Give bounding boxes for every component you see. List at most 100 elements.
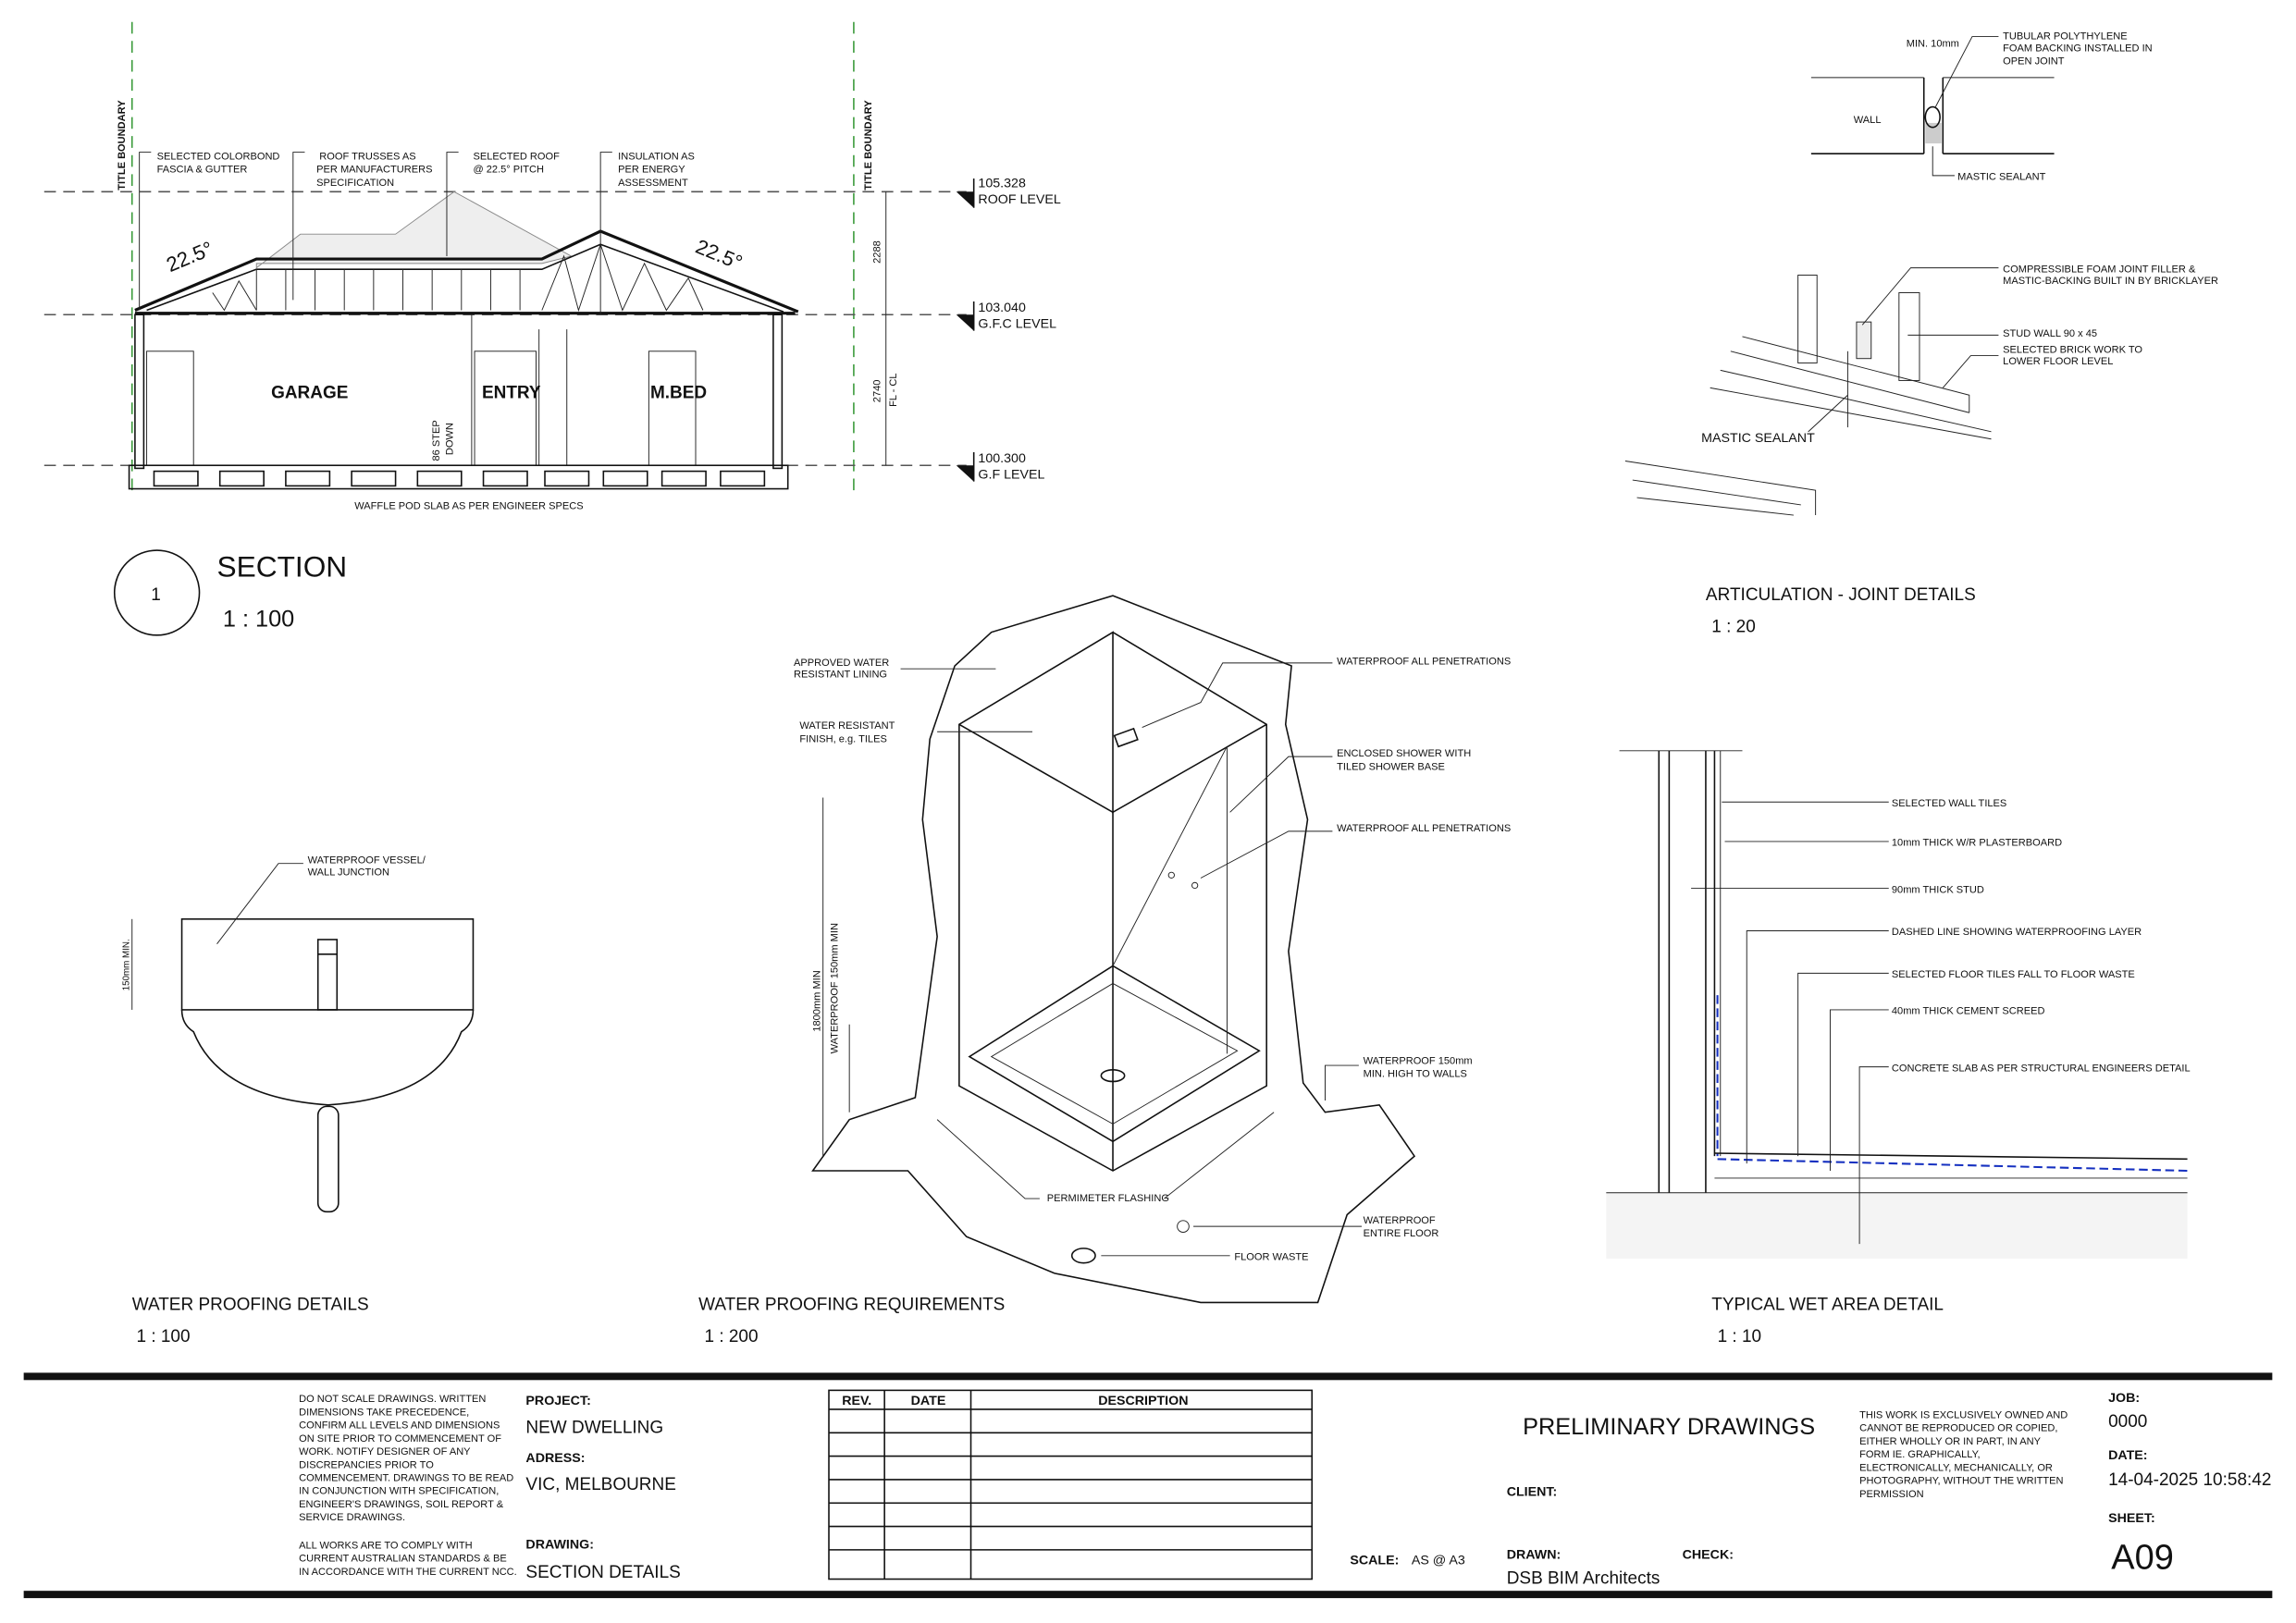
section-levels-2-name: G.F LEVEL (978, 467, 1044, 482)
articulation-labels-2: FOAM BACKING INSTALLED IN (2003, 43, 2152, 54)
copyright-note: THIS WORK IS EXCLUSIVELY OWNED AND CANNO… (1859, 1409, 2068, 1499)
title_block-scale_label: SCALE: (1350, 1554, 1399, 1568)
title_block-client_label: CLIENT: (1507, 1484, 1558, 1499)
section-levels-1-name: G.F.C LEVEL (978, 316, 1056, 331)
callout-fascia-2: FASCIA & GUTTER (157, 165, 248, 176)
articulation-labels-11: MASTIC SEALANT (1701, 431, 1815, 446)
title_block-notes2-1: CURRENT AUSTRALIAN STANDARDS & BE (299, 1554, 507, 1565)
wp_requirements-labels-9: MIN. HIGH TO WALLS (1364, 1069, 1467, 1080)
wet_area-labels-0: SELECTED WALL TILES (1892, 798, 2006, 809)
wp_requirements-labels-13: FLOOR WASTE (1234, 1252, 1308, 1263)
wp_requirements-labels-14: 1800mm MIN (812, 970, 823, 1031)
section-levels-2-value: 100.300 (978, 451, 1026, 466)
dim-2288: 2288 (871, 240, 883, 264)
wp_requirements-labels-1: RESISTANT LINING (794, 670, 887, 681)
wet_area-labels-5: 40mm THICK CEMENT SCREED (1892, 1006, 2045, 1017)
title-block: DO NOT SCALE DRAWINGS. WRITTEN DIMENSION… (23, 1372, 2273, 1599)
title_block-copyright-5: PHOTOGRAPHY, WITHOUT THE WRITTEN (1859, 1476, 2063, 1487)
wp_details-labels-0: WATERPROOF VESSEL/ (308, 855, 426, 867)
room-mbed: M.BED (650, 383, 707, 402)
title_block-copyright-4: ELECTRONICALLY, MECHANICALLY, OR (1859, 1462, 2053, 1473)
callout-trusses-1: ROOF TRUSSES AS (319, 151, 415, 162)
articulation-labels-1: TUBULAR POLYTHYLENE (2003, 31, 2127, 43)
articulation-labels-0: MIN. 10mm (1907, 39, 1959, 50)
title_block-notes1-6: COMMENCEMENT. DRAWINGS TO BE READ (299, 1472, 513, 1483)
articulation-labels-8: STUD WALL 90 x 45 (2003, 328, 2097, 339)
title_block-job_label: JOB: (2108, 1391, 2140, 1406)
title_block-address_label: ADRESS: (525, 1451, 585, 1466)
waterproofing-details: WATERPROOF VESSEL/ WALL JUNCTION 150mm M… (122, 855, 475, 1346)
title_block-rev_headers-2: DESCRIPTION (1098, 1394, 1188, 1408)
articulation-labels-7: MASTIC-BACKING BUILT IN BY BRICKLAYER (2003, 276, 2218, 287)
wp_requirements-labels-0: APPROVED WATER (794, 658, 889, 669)
callout-roof-2: @ 22.5° PITCH (473, 165, 544, 176)
articulation-labels-6: COMPRESSIBLE FOAM JOINT FILLER & (2003, 264, 2196, 275)
articulation-labels-3: OPEN JOINT (2003, 56, 2065, 68)
section-levels-0-name: ROOF LEVEL (978, 192, 1060, 207)
section-number: 1 (151, 585, 161, 605)
wp-details-scale: 1 : 100 (136, 1327, 190, 1346)
title_block-notes1-7: IN CONJUNCTION WITH SPECIFICATION, (299, 1486, 499, 1497)
wp_requirements-labels-3: FINISH, e.g. TILES (799, 733, 886, 744)
articulation-scale: 1 : 20 (1711, 618, 1755, 637)
section-levels-0-value: 105.328 (978, 177, 1026, 191)
dim-fl-cl: FL - CL (888, 373, 899, 406)
articulation-labels-9: SELECTED BRICK WORK TO (2003, 344, 2142, 355)
general-notes: DO NOT SCALE DRAWINGS. WRITTEN DIMENSION… (299, 1394, 517, 1578)
title_block-notes1-0: DO NOT SCALE DRAWINGS. WRITTEN (299, 1394, 486, 1405)
room-garage: GARAGE (271, 383, 348, 402)
articulation-labels-4: WALL (1854, 115, 1882, 126)
title_block-drawing_label: DRAWING: (525, 1537, 594, 1552)
sheet-number: A09 (2111, 1538, 2174, 1577)
wp-requirements-scale: 1 : 200 (705, 1327, 759, 1346)
title_block-sheet_label: SHEET: (2108, 1511, 2155, 1526)
title_block-notes1-3: ON SITE PRIOR TO COMMENCEMENT OF (299, 1433, 501, 1445)
title_block-notes1-2: CONFIRM ALL LEVELS AND DIMENSIONS (299, 1420, 500, 1432)
wp_requirements-labels-8: WATERPROOF 150mm (1364, 1055, 1473, 1066)
wp-details-title: WATER PROOFING DETAILS (132, 1295, 369, 1314)
room-entry: ENTRY (482, 383, 541, 402)
title_block-notes1-4: WORK. NOTIFY DESIGNER OF ANY (299, 1446, 471, 1457)
title_block-rev_headers-0: REV. (842, 1394, 871, 1408)
title_block-copyright-2: EITHER WHOLLY OR IN PART, IN ANY (1859, 1436, 2042, 1447)
callout-insulation-2: PER ENERGY (618, 165, 685, 176)
dim-2740: 2740 (871, 380, 883, 403)
wet-area-detail: SELECTED WALL TILES 10mm THICK W/R PLAST… (1606, 750, 2191, 1346)
title-boundary-right: TITLE BOUNDARY (863, 100, 874, 191)
title_block-date_label: DATE: (2108, 1448, 2147, 1463)
project-address: VIC, MELBOURNE (525, 1475, 675, 1494)
title_block-notes1-8: ENGINEER'S DRAWINGS, SOIL REPORT & (299, 1499, 504, 1510)
wet_area-labels-2: 90mm THICK STUD (1892, 884, 1984, 895)
wp_details-labels-2: 150mm MIN. (122, 939, 132, 990)
wp-requirements-title: WATER PROOFING REQUIREMENTS (698, 1295, 1005, 1314)
callout-trusses-3: SPECIFICATION (316, 178, 394, 189)
step-label-1: 86 STEP (431, 420, 442, 461)
title_block-notes2-0: ALL WORKS ARE TO COMPLY WITH (299, 1540, 473, 1551)
title_block-drawn: DSB BIM Architects (1507, 1568, 1660, 1588)
wet-area-title: TYPICAL WET AREA DETAIL (1711, 1295, 1944, 1314)
project-name: NEW DWELLING (525, 1418, 663, 1437)
callout-insulation-1: INSULATION AS (618, 151, 695, 162)
slab-note: WAFFLE POD SLAB AS PER ENGINEER SPECS (354, 501, 583, 512)
level-gf: 100.300 G.F LEVEL (956, 451, 1045, 482)
title_block-copyright-6: PERMISSION (1859, 1489, 1923, 1500)
level-gfc: 103.040 G.F.C LEVEL (956, 301, 1056, 331)
wp_requirements-labels-12: ENTIRE FLOOR (1364, 1228, 1439, 1239)
section-title: SECTION (217, 550, 348, 584)
title_block-rev_headers-1: DATE (911, 1394, 946, 1408)
section-scale: 1 : 100 (223, 606, 294, 632)
wp_requirements-labels-11: WATERPROOF (1364, 1215, 1436, 1226)
title_block-notes2-2: IN ACCORDANCE WITH THE CURRENT NCC. (299, 1567, 517, 1578)
title_block-copyright-0: THIS WORK IS EXCLUSIVELY OWNED AND (1859, 1409, 2068, 1420)
wp_requirements-labels-5: ENCLOSED SHOWER WITH (1337, 748, 1471, 759)
wp_requirements-labels-6: TILED SHOWER BASE (1337, 761, 1445, 772)
wp_requirements-labels-2: WATER RESISTANT (799, 720, 895, 732)
articulation-labels-5: MASTIC SEALANT (1957, 172, 2046, 183)
title_block-project_label: PROJECT: (525, 1394, 590, 1408)
articulation-detail: MIN. 10mm TUBULAR POLYTHYLENE FOAM BACKI… (1624, 31, 2218, 637)
title_block-date: 14-04-2025 10:58:42 (2108, 1470, 2271, 1490)
wet_area-labels-3: DASHED LINE SHOWING WATERPROOFING LAYER (1892, 927, 2142, 938)
wet_area-labels-6: CONCRETE SLAB AS PER STRUCTURAL ENGINEER… (1892, 1063, 2191, 1074)
title_block-copyright-1: CANNOT BE REPRODUCED OR COPIED, (1859, 1423, 2057, 1434)
